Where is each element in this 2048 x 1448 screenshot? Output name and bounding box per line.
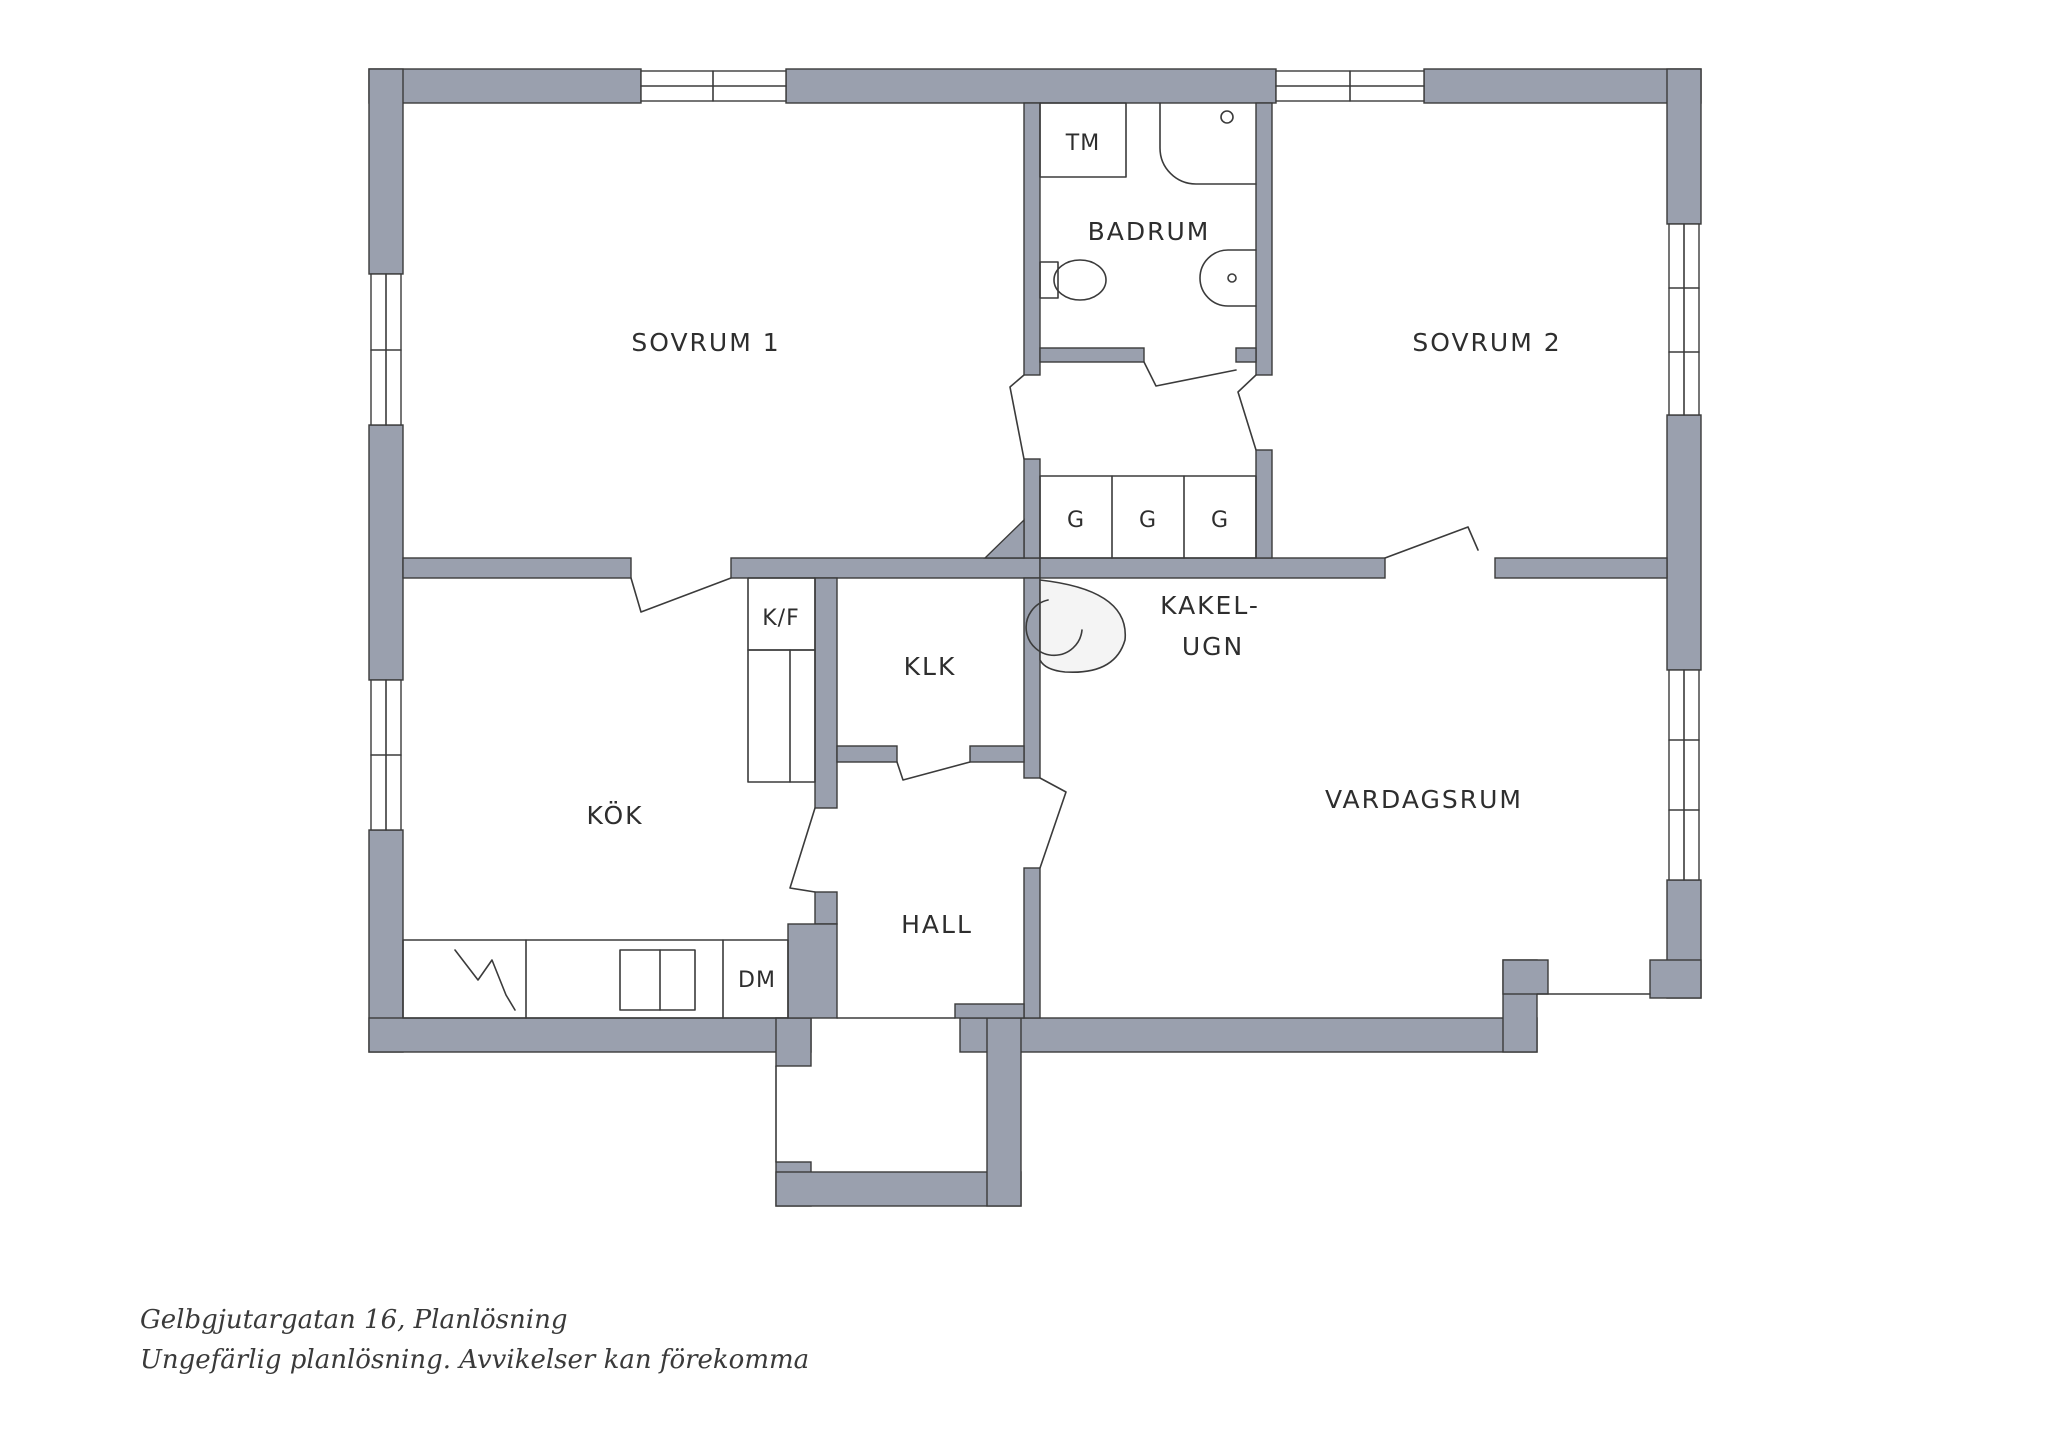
interior-walls: [402, 102, 1668, 1019]
label-tm: TM: [1065, 131, 1100, 156]
label-sovrum1: SOVRUM 1: [631, 328, 780, 357]
label-badrum: BADRUM: [1088, 217, 1211, 246]
label-kakelugn-line1: KAKEL-: [1160, 591, 1260, 620]
label-g2: G: [1139, 508, 1157, 533]
outer-walls: [368, 68, 1702, 1207]
caption-title: Gelbgjutargatan 16, Planlösning: [140, 1305, 568, 1335]
caption-disclaimer: Ungefärlig planlösning. Avvikelser kan f…: [140, 1345, 810, 1375]
fixtures: [402, 102, 1257, 1019]
label-g3: G: [1211, 508, 1229, 533]
label-kf: K/F: [762, 606, 800, 631]
label-vardagsrum: VARDAGSRUM: [1325, 785, 1523, 814]
label-g1: G: [1067, 508, 1085, 533]
label-kakelugn-line2: UGN: [1182, 632, 1244, 661]
label-sovrum2: SOVRUM 2: [1412, 328, 1561, 357]
label-hall: HALL: [901, 910, 973, 939]
label-dm: DM: [738, 968, 776, 993]
label-kok: KÖK: [586, 801, 643, 830]
windows: [370, 70, 1700, 881]
label-klk: KLK: [904, 652, 957, 681]
room-labels: SOVRUM 1 SOVRUM 2 BADRUM TM G G G K/F KL…: [586, 131, 1561, 993]
doors: [630, 361, 1651, 1163]
